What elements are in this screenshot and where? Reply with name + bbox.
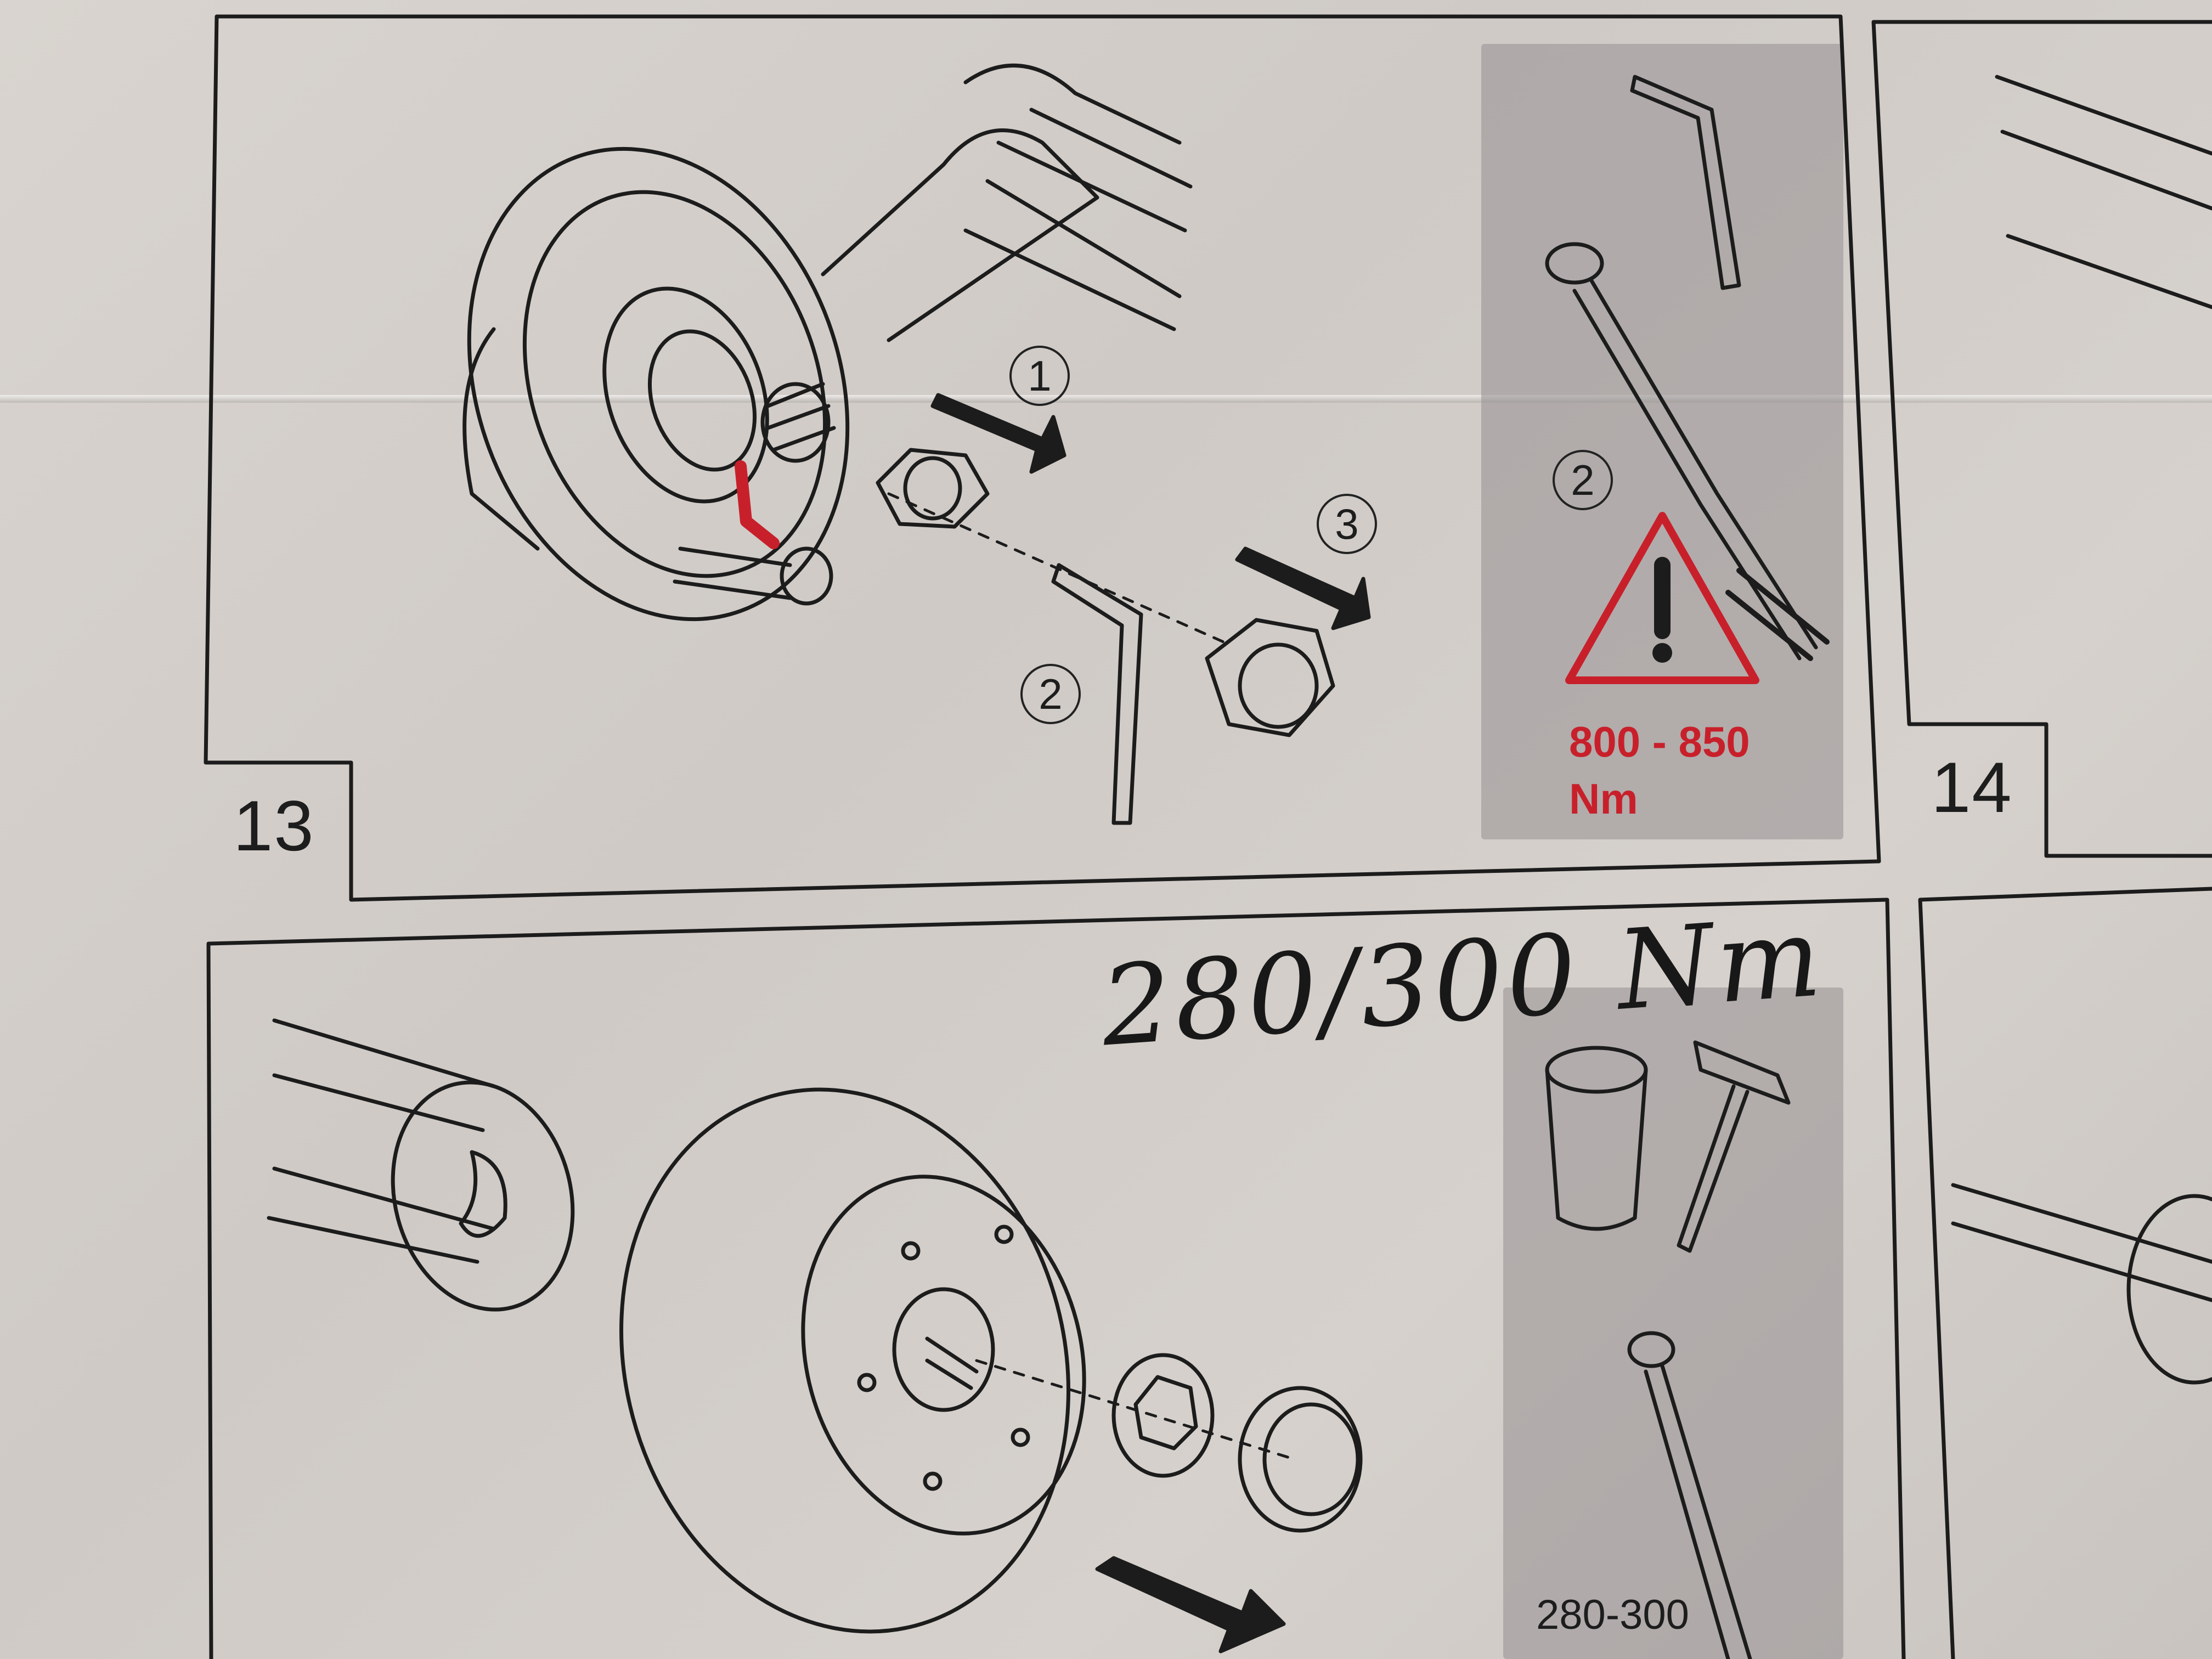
red-bracket-marker (735, 460, 780, 549)
step-number-14: 14 (1931, 747, 2013, 827)
torque-callout: 2 (1553, 450, 1613, 510)
torque-wrench-icon (1545, 242, 1830, 661)
arrow-icon (930, 393, 1066, 474)
panel-13-frame (204, 14, 1881, 902)
arrow-icon (1235, 546, 1371, 630)
warning-triangle-icon (1565, 512, 1759, 684)
callout-3: 3 (1317, 494, 1377, 554)
panel-14-frame (1871, 20, 2212, 858)
torque-wrench-icon (1627, 1331, 1752, 1659)
arrow-icon (1095, 1556, 1286, 1654)
brake-drum-drawing (267, 1018, 1363, 1654)
hex-key-icon (1630, 75, 1741, 290)
brake-assembly-drawing (462, 63, 1371, 825)
hex-key-icon (1051, 563, 1143, 825)
torque-unit: Nm (1569, 775, 1638, 823)
step-number-13: 13 (233, 786, 315, 866)
torque-value-lower: 280-300 (1536, 1592, 1689, 1638)
torque-value-red: 800 - 850 Nm (1569, 713, 1750, 827)
torque-range: 800 - 850 (1569, 718, 1750, 766)
lower-right-panel-frame (1918, 887, 2212, 1659)
hammer-icon (1677, 1040, 1791, 1253)
lower-panel-frame (206, 898, 1906, 1659)
callout-1: 1 (1009, 346, 1070, 406)
socket-icon (1545, 1046, 1648, 1231)
callout-2: 2 (1020, 664, 1081, 724)
